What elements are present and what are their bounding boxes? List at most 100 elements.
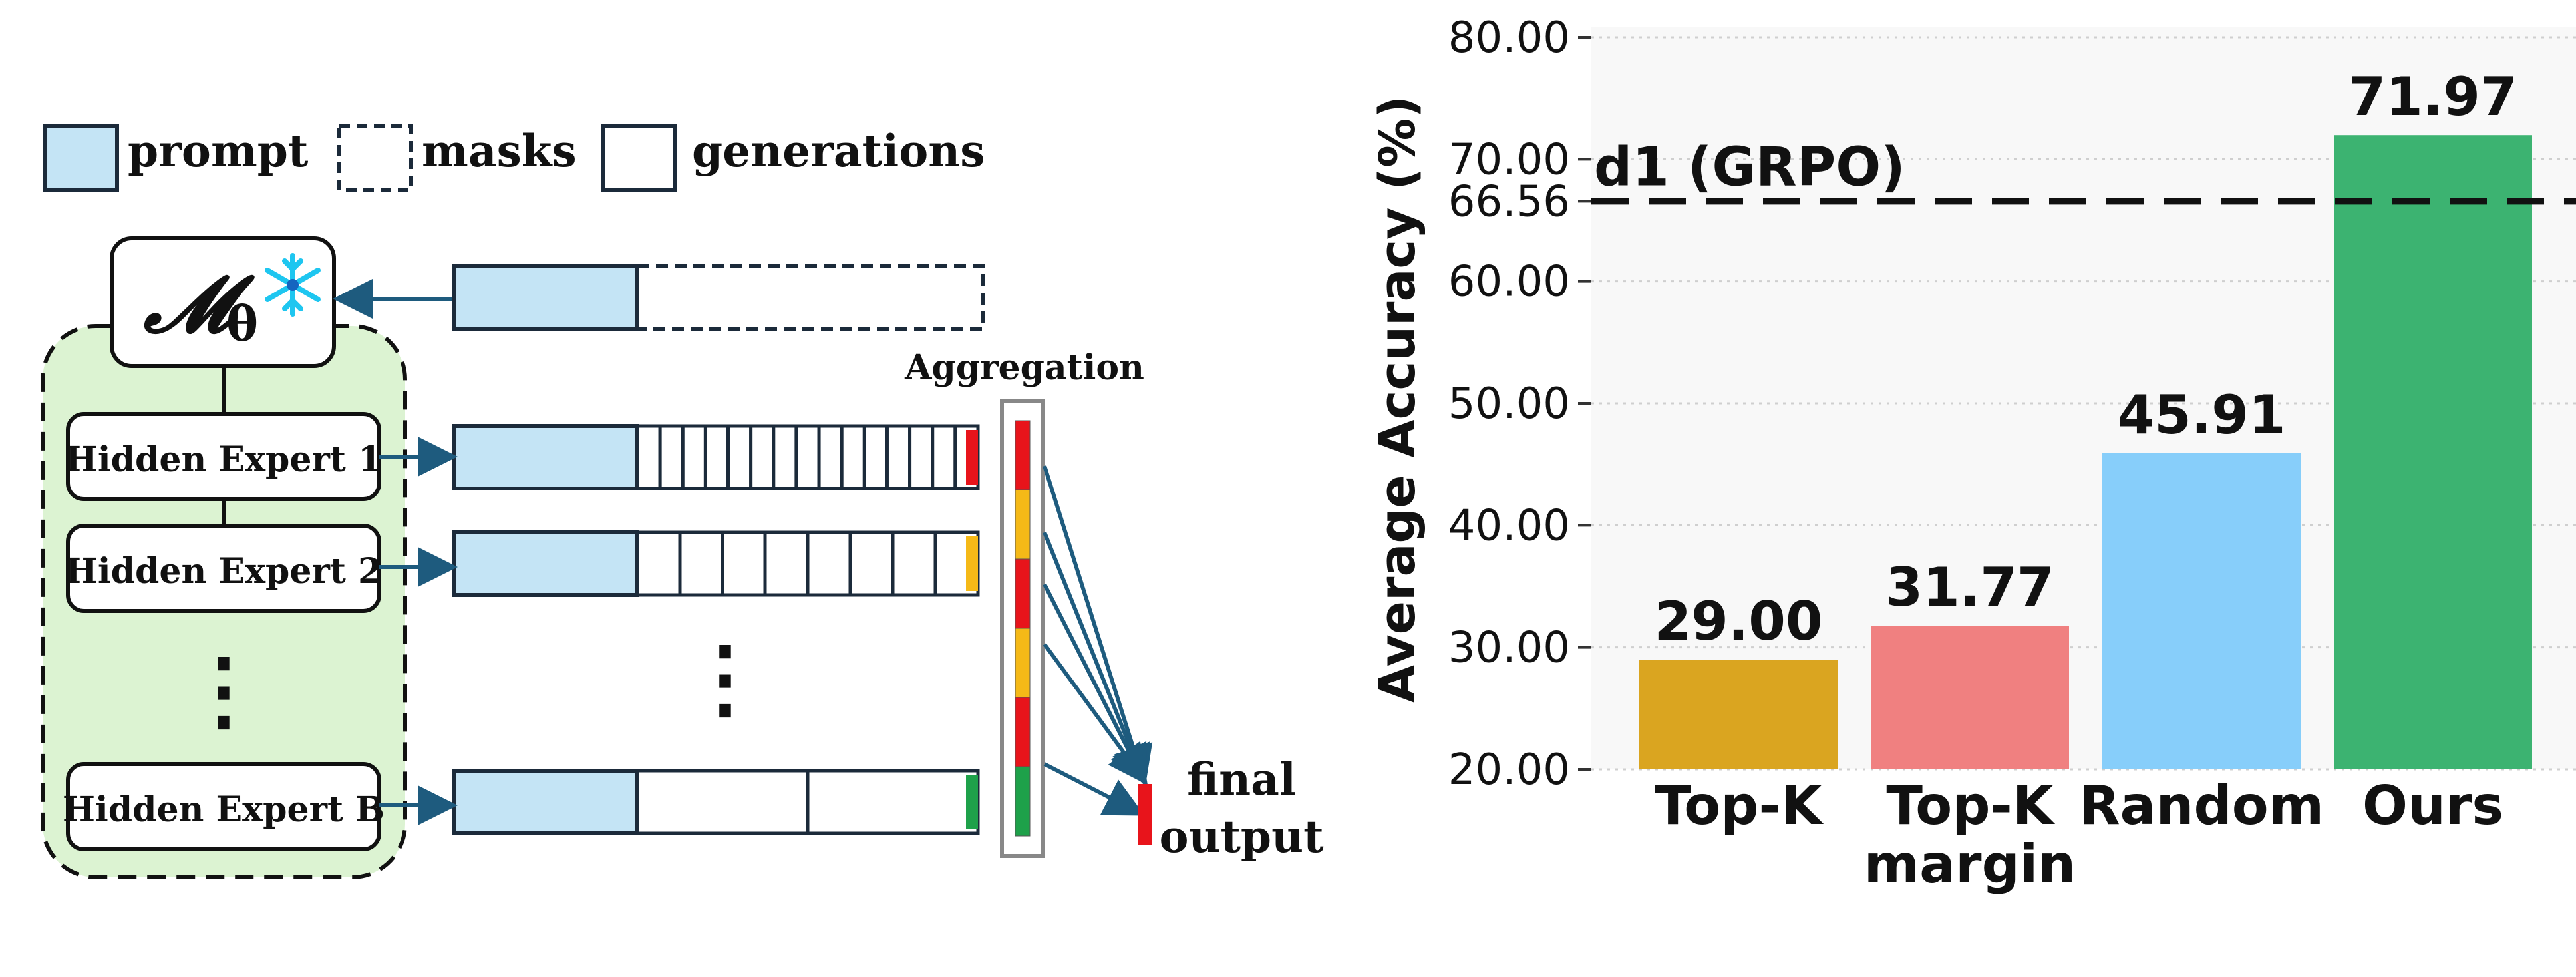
generation-token-cell: [817, 424, 844, 490]
expert-box-B: Hidden Expert B: [63, 762, 385, 851]
legend-prompt-swatch: [43, 124, 119, 192]
chart-ytick-label: 66.56: [1448, 177, 1570, 226]
chart-reference-line: d1 (GRPO): [1591, 136, 2576, 205]
generation-token-cell: [794, 424, 821, 490]
final-output-label-1: final: [1187, 753, 1296, 805]
expert-box-1: Hidden Expert 1: [65, 412, 382, 501]
generation-prompt-segment: [452, 769, 639, 835]
chart-ytick-label: 50.00: [1448, 379, 1570, 429]
aggregation-cells: [1015, 420, 1031, 837]
generation-token-cell: [749, 424, 776, 490]
chart-ytick-label: 40.00: [1448, 501, 1570, 550]
aggregation-cell: [1015, 489, 1031, 560]
chart-value-label: 29.00: [1654, 590, 1822, 652]
generation-token-cell: [908, 424, 935, 490]
chart-value-label: 71.97: [2348, 66, 2517, 128]
chart-category-label: margin: [1864, 833, 2076, 895]
legend: prompt masks generations: [43, 124, 985, 192]
generation-token-cell: [763, 530, 810, 597]
aggregation-cell: [1015, 697, 1031, 767]
expert-ellipsis: ⋮: [180, 639, 267, 741]
generation-token-cell: [848, 530, 895, 597]
agg-arrow-3: [1043, 583, 1147, 786]
generation-token-cell: [635, 769, 810, 835]
aggregation-title: Aggregation: [904, 347, 1144, 388]
generation-rows: [452, 424, 980, 835]
aggregation-cell: [1015, 558, 1031, 629]
generation-token-cell: [703, 424, 730, 490]
input-sequence: [452, 264, 985, 331]
generation-row-2: [452, 530, 980, 597]
legend-generations-swatch: [601, 124, 677, 192]
legend-masks-swatch: [337, 124, 413, 192]
chart-ytick-label: 20.00: [1448, 745, 1570, 795]
legend-generations-label: generations: [692, 125, 985, 177]
generation-token-cell: [635, 530, 682, 597]
snowflake-icon: [265, 253, 321, 317]
aggregation-border: [1000, 399, 1045, 858]
chart-bar: [2102, 453, 2301, 769]
expert-label-2: Hidden Expert 2: [65, 551, 382, 592]
generation-token-cell: [772, 424, 798, 490]
agg-arrow-1: [1043, 465, 1153, 787]
chart-value-label: 45.91: [2117, 384, 2285, 446]
generation-answer-token: [966, 430, 978, 485]
generation-token-cell: [840, 424, 866, 490]
expert-label-B: Hidden Expert B: [63, 789, 385, 830]
expert-label-1: Hidden Expert 1: [65, 439, 382, 480]
expert-box-2: Hidden Expert 2: [65, 524, 382, 613]
chart-ylabel: Average Accuracy (%): [1369, 96, 1426, 703]
generation-token-cell: [931, 424, 957, 490]
generation-row-1: [452, 424, 980, 490]
generation-token-cell: [891, 530, 937, 597]
aggregation-cell: [1015, 628, 1031, 698]
legend-masks-label: masks: [422, 125, 577, 177]
generation-token-cell: [885, 424, 912, 490]
chart-category-label: Top-K: [1886, 775, 2055, 837]
generation-token-cell: [681, 424, 707, 490]
chart-bars: 29.00 31.77 45.91 71.97: [1639, 66, 2532, 769]
chart-ytick-label: 30.00: [1448, 624, 1570, 673]
generation-token-cell: [806, 769, 980, 835]
generation-ellipsis: ⋮: [682, 627, 768, 729]
aggregation-arrows: [1043, 465, 1153, 816]
chart-value-label: 31.77: [1885, 556, 2054, 618]
generation-token-cell: [635, 424, 662, 490]
generation-token-cell: [806, 530, 852, 597]
generation-answer-token: [966, 536, 978, 591]
chart-category-label: Ours: [2362, 775, 2503, 837]
model-subscript: θ: [226, 295, 258, 352]
chart-category-label: Random: [2079, 775, 2324, 837]
legend-prompt-label: prompt: [128, 125, 309, 177]
agg-arrow-2: [1043, 531, 1150, 787]
generation-token-cell: [678, 530, 724, 597]
generation-token-cell: [726, 424, 753, 490]
generation-row-3: [452, 769, 980, 835]
chart-ytick-label: 60.00: [1448, 258, 1570, 307]
agg-arrow-4: [1043, 643, 1148, 785]
aggregation-cell: [1015, 420, 1031, 490]
chart-bar: [1639, 660, 1838, 769]
model-box: 𝓜 θ: [110, 236, 336, 368]
generation-answer-token: [966, 775, 978, 829]
generation-prompt-segment: [452, 530, 639, 597]
aggregation-cell: [1015, 766, 1031, 837]
generation-token-cell: [721, 530, 767, 597]
generation-prompt-segment: [452, 424, 639, 490]
chart-bar: [2334, 135, 2532, 769]
agg-arrow-5: [1043, 762, 1145, 816]
generation-token-cell: [658, 424, 685, 490]
chart-ytick-label: 70.00: [1448, 135, 1570, 184]
chart-ytick-label: 80.00: [1448, 13, 1570, 63]
final-output-cell: [1138, 784, 1152, 845]
reference-line-label: d1 (GRPO): [1594, 136, 1905, 198]
final-output-label-2: output: [1159, 811, 1324, 863]
generation-token-cell: [862, 424, 889, 490]
chart-bar: [1871, 626, 2069, 769]
method-diagram: prompt masks generations 𝓜 θ: [41, 124, 1324, 879]
chart-category-label: Top-K: [1655, 775, 1824, 837]
